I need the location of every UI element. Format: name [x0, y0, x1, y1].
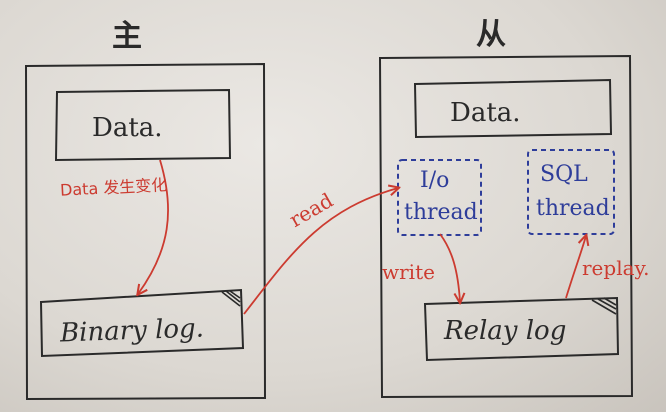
slave-title: 从 — [476, 17, 506, 52]
write-arrow — [439, 233, 460, 302]
io-thread-box — [397, 159, 482, 236]
master-data-label: Data. — [92, 113, 163, 143]
relay-log-box — [423, 296, 620, 362]
write-label: write — [382, 260, 435, 284]
sql-thread-box — [527, 149, 615, 235]
replay-label: replay. — [582, 256, 650, 280]
master-binlog-corner-mark — [221, 290, 241, 307]
master-title: 主 — [112, 19, 142, 54]
sql-thread-label-line1: SQL — [540, 162, 588, 187]
relay-log-label: Relay log — [444, 316, 567, 346]
slave-data-box — [413, 78, 613, 139]
master-binlog-box — [39, 288, 245, 358]
master-box — [24, 62, 267, 401]
relay-log-corner-mark — [591, 297, 617, 315]
master-binlog-label: Binary log. — [59, 313, 205, 349]
data-change-arrow — [138, 159, 169, 294]
slave-data-label: Data. — [450, 98, 521, 128]
replay-arrow — [565, 236, 586, 299]
io-thread-label-line2: thread — [404, 200, 478, 225]
master-data-box — [54, 88, 232, 162]
io-thread-label-line1: I/o — [420, 168, 450, 193]
slave-box — [378, 54, 634, 399]
sql-thread-label-line2: thread — [536, 196, 610, 221]
read-arrow — [243, 188, 398, 315]
